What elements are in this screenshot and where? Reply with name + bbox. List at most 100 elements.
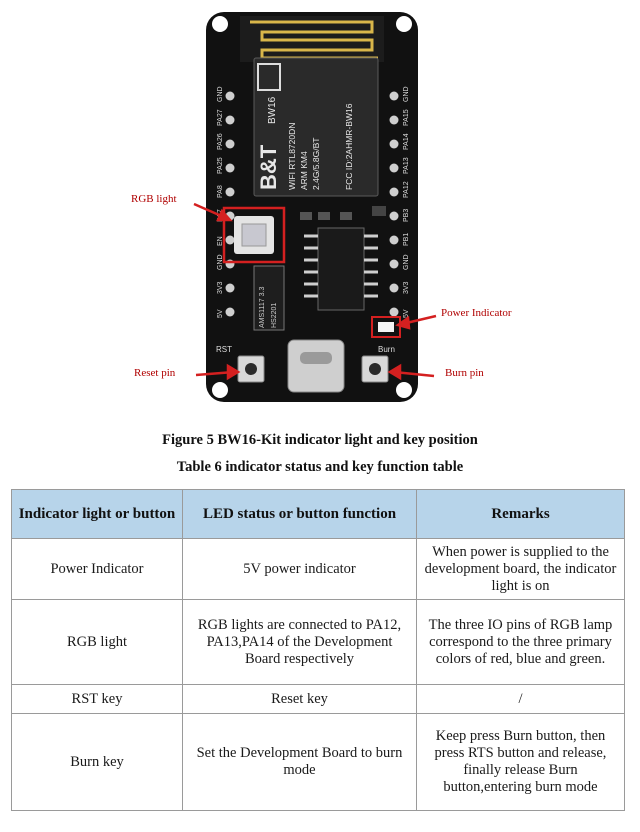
smd-component xyxy=(300,212,312,220)
svg-text:AMS1117 3.3: AMS1117 3.3 xyxy=(259,287,266,328)
pin-pad xyxy=(225,187,235,197)
rgb-led-lens xyxy=(241,223,267,247)
svg-text:RST: RST xyxy=(216,345,232,354)
svg-text:FCC ID:2AHMR-BW16: FCC ID:2AHMR-BW16 xyxy=(344,103,354,190)
mount-hole xyxy=(212,382,228,398)
pin-pad xyxy=(389,187,399,197)
pin-label: PA27 xyxy=(217,109,224,126)
smd-component xyxy=(372,206,386,216)
pin-label: PA26 xyxy=(217,133,224,150)
pin-label: PA13 xyxy=(403,157,410,174)
pin-pad xyxy=(225,307,235,317)
pin-pad xyxy=(389,139,399,149)
pin-label: PB1 xyxy=(403,233,410,246)
svg-text:HS2201: HS2201 xyxy=(271,303,278,328)
cell-remarks: / xyxy=(416,684,625,714)
pin-pad xyxy=(389,115,399,125)
mount-hole xyxy=(212,16,228,32)
svg-text:Burn: Burn xyxy=(378,345,395,354)
usb-chip-pins xyxy=(304,234,378,298)
table-row: RGB light RGB lights are connected to PA… xyxy=(11,599,625,685)
pin-label: GND xyxy=(217,86,224,102)
svg-text:BW16: BW16 xyxy=(267,96,278,124)
pin-pad xyxy=(389,91,399,101)
cell-name: Power Indicator xyxy=(11,538,183,600)
callout-power-indicator: Power Indicator xyxy=(441,307,512,319)
pin-pad xyxy=(225,283,235,293)
pin-label: 3V3 xyxy=(403,281,410,294)
pin-label: PA12 xyxy=(403,181,410,198)
pin-pad xyxy=(225,91,235,101)
cell-function: RGB lights are connected to PA12, PA13,P… xyxy=(182,599,417,685)
power-led xyxy=(378,322,394,332)
smd-component xyxy=(340,212,352,220)
pin-label: 3V3 xyxy=(217,281,224,294)
pin-pad xyxy=(225,139,235,149)
pin-pad xyxy=(389,307,399,317)
cell-name: RST key xyxy=(11,684,183,714)
board-figure: B&T BW16 WIFI RTL8720DN ARM KM4 2.4G/5.8… xyxy=(131,12,512,402)
cell-function: 5V power indicator xyxy=(182,538,417,600)
header-indicator: Indicator light or button xyxy=(11,489,183,539)
smd-component xyxy=(318,212,330,220)
header-function: LED status or button function xyxy=(182,489,417,539)
module-shield xyxy=(253,57,379,197)
pin-label: PA8 xyxy=(217,185,224,198)
cell-function: Reset key xyxy=(182,684,417,714)
usb-chip xyxy=(317,227,365,311)
table-header-row: Indicator light or button LED status or … xyxy=(11,489,625,539)
table-row: RST key Reset key / xyxy=(11,684,625,714)
rgb-highlight-box xyxy=(222,206,286,264)
callout-reset-pin: Reset pin xyxy=(134,367,176,379)
pin-label: PA25 xyxy=(217,157,224,174)
pin-pad xyxy=(389,259,399,269)
pin-label: GND xyxy=(403,254,410,270)
pin-label: PA15 xyxy=(403,109,410,126)
regulator xyxy=(253,265,285,331)
mount-hole xyxy=(396,382,412,398)
burn-button-knob xyxy=(369,363,381,375)
pin-label: 5V xyxy=(217,309,224,318)
callout-arrows xyxy=(193,202,437,381)
cell-remarks: When power is supplied to the developmen… xyxy=(416,538,625,600)
module-text: B&T BW16 WIFI RTL8720DN ARM KM4 2.4G/5.8… xyxy=(256,96,354,190)
indicator-key-table: Indicator light or button LED status or … xyxy=(11,489,625,811)
pin-label: GND xyxy=(217,254,224,270)
svg-text:ARM KM4: ARM KM4 xyxy=(299,151,309,190)
pin-pad xyxy=(389,163,399,173)
pin-pad xyxy=(225,235,235,245)
cell-function: Set the Development Board to burn mode xyxy=(182,713,417,811)
pin-label: PB3 xyxy=(403,209,410,222)
pin-pad xyxy=(225,115,235,125)
antenna-trace xyxy=(250,20,378,60)
power-highlight-box xyxy=(371,316,401,338)
svg-text:2.4G/5.8G/BT: 2.4G/5.8G/BT xyxy=(311,138,321,190)
cell-name: RGB light xyxy=(11,599,183,685)
pin-pad xyxy=(389,211,399,221)
pin-pad xyxy=(225,163,235,173)
svg-text:B&T: B&T xyxy=(256,144,281,190)
mount-hole xyxy=(396,16,412,32)
pin-label: EN xyxy=(217,236,224,246)
table-row: Burn key Set the Development Board to bu… xyxy=(11,713,625,811)
header-remarks: Remarks xyxy=(416,489,625,539)
pin-label: PA14 xyxy=(403,133,410,150)
pin-pad xyxy=(389,235,399,245)
svg-text:WIFI RTL8720DN: WIFI RTL8720DN xyxy=(287,123,297,190)
pin-pad xyxy=(389,283,399,293)
usb-c-port xyxy=(300,352,332,364)
cell-name: Burn key xyxy=(11,713,183,811)
module-logo-box xyxy=(257,63,281,91)
rst-button-knob xyxy=(245,363,257,375)
table-row: Power Indicator 5V power indicator When … xyxy=(11,538,625,600)
pin-label: GND xyxy=(403,86,410,102)
usb-c-connector xyxy=(287,339,345,393)
pin-label: 5V xyxy=(403,309,410,318)
cell-remarks: Keep press Burn button, then press RTS b… xyxy=(416,713,625,811)
table-caption: Table 6 indicator status and key functio… xyxy=(176,459,464,475)
callout-rgb-light: RGB light xyxy=(131,193,177,205)
cell-remarks: The three IO pins of RGB lamp correspond… xyxy=(416,599,625,685)
board-illustration: B&T BW16 WIFI RTL8720DN ARM KM4 2.4G/5.8… xyxy=(193,12,437,402)
callout-burn-pin: Burn pin xyxy=(445,367,484,379)
